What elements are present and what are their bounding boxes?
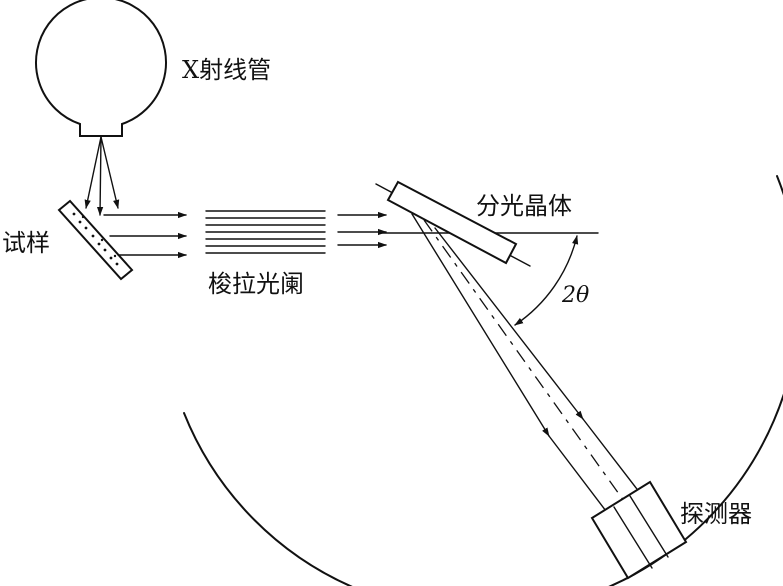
primary-rays	[84, 136, 120, 216]
focusing-circle-arc	[183, 175, 783, 586]
label-crystal: 分光晶体	[476, 192, 572, 220]
label-x-ray-tube: X射线管	[182, 56, 271, 84]
fluorescent-rays	[103, 211, 187, 259]
two-theta-arc	[514, 235, 579, 326]
label-two-theta: 2θ	[561, 283, 589, 308]
collimated-rays	[337, 211, 387, 249]
label-collimator: 梭拉光阑	[208, 270, 304, 298]
label-sample: 试样	[2, 229, 50, 257]
x-ray-tube	[35, 0, 167, 137]
label-detector: 探测器	[680, 500, 752, 528]
analyzing-crystal	[386, 180, 518, 265]
detector	[590, 480, 688, 580]
soller-collimator	[205, 210, 326, 254]
diffracted-beam	[411, 213, 661, 541]
sample-plate	[57, 199, 134, 281]
sample-particles	[72, 212, 119, 266]
